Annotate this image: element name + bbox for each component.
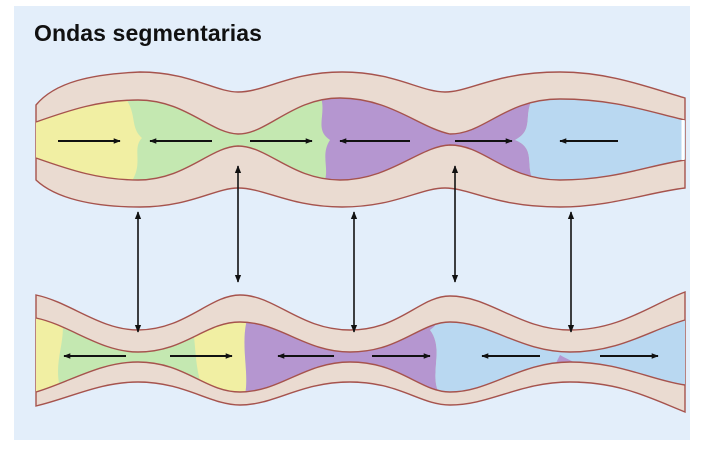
figure-title: Ondas segmentarias (34, 20, 263, 46)
top-intestine-segment (35, 71, 686, 208)
bottom-lumen (36, 318, 685, 392)
vertical-links (134, 165, 575, 333)
bottom-intestine-segment (35, 290, 686, 414)
